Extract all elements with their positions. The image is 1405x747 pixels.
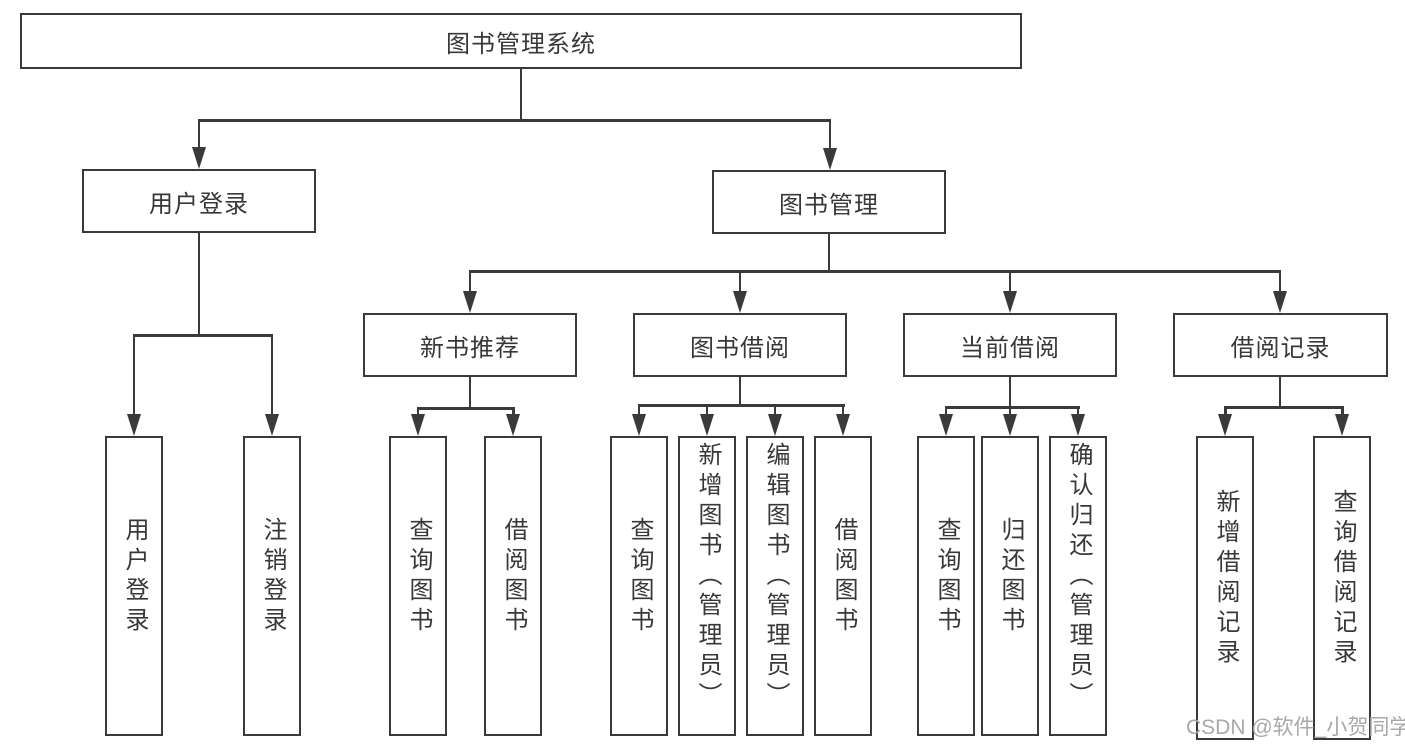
arrow-down-icon bbox=[462, 291, 477, 313]
connector-line bbox=[468, 270, 1282, 273]
leaf-edit-book-admin: 编辑图书（管理员） bbox=[746, 436, 804, 736]
csdn-watermark: CSDN @软件_小贺同学 bbox=[1186, 716, 1405, 739]
node-book-management: 图书管理 bbox=[712, 170, 946, 234]
connector-line bbox=[828, 119, 832, 151]
connector-line bbox=[738, 270, 742, 294]
leaf-label: 新增借阅记录 bbox=[1212, 489, 1239, 669]
leaf-query-books-borrowing: 查询图书 bbox=[610, 436, 668, 736]
node-label: 图书借阅 bbox=[690, 334, 790, 362]
arrow-down-icon bbox=[1272, 291, 1287, 313]
arrow-down-icon bbox=[1070, 414, 1085, 436]
leaf-query-books-current: 查询图书 bbox=[917, 436, 975, 736]
connector-line bbox=[270, 334, 274, 417]
connector-line bbox=[1076, 406, 1080, 417]
connector-line bbox=[1278, 375, 1282, 408]
arrow-down-icon bbox=[732, 291, 747, 313]
leaf-label: 查询借阅记录 bbox=[1329, 489, 1356, 669]
node-label: 用户登录 bbox=[149, 190, 249, 218]
connector-line bbox=[1341, 406, 1344, 417]
connector-line bbox=[738, 375, 742, 406]
connector-line bbox=[841, 404, 845, 417]
arrow-down-icon bbox=[767, 414, 782, 436]
connector-line bbox=[197, 119, 201, 151]
connector-line bbox=[132, 334, 274, 337]
arrow-down-icon bbox=[822, 148, 837, 170]
leaf-label: 注销登录 bbox=[259, 517, 286, 637]
leaf-user-login: 用户登录 bbox=[105, 436, 163, 736]
leaf-label: 归还图书 bbox=[997, 517, 1024, 637]
node-current-borrowing: 当前借阅 bbox=[903, 313, 1117, 377]
leaf-logout: 注销登录 bbox=[243, 436, 301, 736]
node-new-book-recommend: 新书推荐 bbox=[363, 313, 577, 377]
leaf-confirm-return-admin: 确认归还（管理员） bbox=[1049, 436, 1107, 736]
connector-line bbox=[637, 404, 641, 417]
connector-line bbox=[773, 404, 777, 417]
leaf-query-books-recommend: 查询图书 bbox=[389, 436, 447, 736]
arrow-down-icon bbox=[699, 414, 714, 436]
connector-line bbox=[132, 334, 136, 417]
node-label: 借阅记录 bbox=[1230, 334, 1331, 362]
connector-line bbox=[1008, 375, 1012, 408]
leaf-label: 用户登录 bbox=[121, 517, 148, 637]
leaf-label: 查询图书 bbox=[933, 517, 960, 637]
connector-line bbox=[827, 232, 831, 272]
connector-line bbox=[705, 404, 709, 417]
connector-line bbox=[519, 68, 523, 120]
arrow-down-icon bbox=[1002, 414, 1017, 436]
arrow-down-icon bbox=[631, 414, 646, 436]
node-label: 新书推荐 bbox=[420, 334, 520, 362]
connector-line bbox=[944, 406, 948, 417]
connector-line bbox=[468, 375, 472, 409]
leaf-borrow-books-recommend: 借阅图书 bbox=[484, 436, 542, 736]
node-borrowing-records: 借阅记录 bbox=[1173, 313, 1388, 377]
node-book-borrowing: 图书借阅 bbox=[633, 313, 847, 377]
arrow-down-icon bbox=[938, 414, 953, 436]
connector-line bbox=[1008, 270, 1012, 294]
node-user-login: 用户登录 bbox=[82, 169, 316, 233]
node-label: 图书管理系统 bbox=[446, 30, 596, 58]
arrow-down-icon bbox=[126, 414, 141, 436]
connector-line bbox=[1278, 270, 1282, 294]
arrow-down-icon bbox=[264, 414, 279, 436]
leaf-label: 新增图书（管理员） bbox=[694, 442, 721, 712]
leaf-label: 借阅图书 bbox=[830, 517, 857, 637]
arrow-down-icon bbox=[506, 414, 520, 436]
node-root-system: 图书管理系统 bbox=[20, 13, 1022, 69]
connector-line bbox=[1008, 406, 1012, 417]
arrow-down-icon bbox=[191, 147, 206, 169]
connector-line bbox=[416, 407, 515, 410]
node-label: 图书管理 bbox=[779, 191, 879, 219]
leaf-label: 查询图书 bbox=[405, 517, 432, 637]
arrow-down-icon bbox=[835, 414, 850, 436]
connector-line bbox=[512, 407, 515, 417]
connector-line bbox=[944, 406, 1080, 409]
arrow-down-icon bbox=[1218, 414, 1232, 436]
connector-line bbox=[637, 404, 845, 407]
leaf-label: 查询图书 bbox=[626, 517, 653, 637]
leaf-label: 编辑图书（管理员） bbox=[762, 442, 789, 712]
leaf-borrow-books-borrowing: 借阅图书 bbox=[814, 436, 872, 736]
arrow-down-icon bbox=[410, 414, 425, 436]
leaf-label: 确认归还（管理员） bbox=[1065, 442, 1092, 712]
arrow-down-icon bbox=[1002, 291, 1017, 313]
connector-line bbox=[197, 231, 201, 336]
connector-line bbox=[197, 119, 832, 122]
leaf-label: 借阅图书 bbox=[500, 517, 527, 637]
connector-line bbox=[416, 407, 420, 417]
connector-line bbox=[1224, 406, 1344, 409]
arrow-down-icon bbox=[1335, 414, 1349, 436]
node-label: 当前借阅 bbox=[960, 334, 1060, 362]
connector-line bbox=[468, 270, 472, 294]
leaf-return-book: 归还图书 bbox=[981, 436, 1039, 736]
leaf-query-borrow-record: 查询借阅记录 bbox=[1313, 436, 1371, 740]
connector-line bbox=[1224, 406, 1227, 417]
leaf-add-borrow-record: 新增借阅记录 bbox=[1196, 436, 1254, 740]
leaf-add-book-admin: 新增图书（管理员） bbox=[678, 436, 736, 736]
